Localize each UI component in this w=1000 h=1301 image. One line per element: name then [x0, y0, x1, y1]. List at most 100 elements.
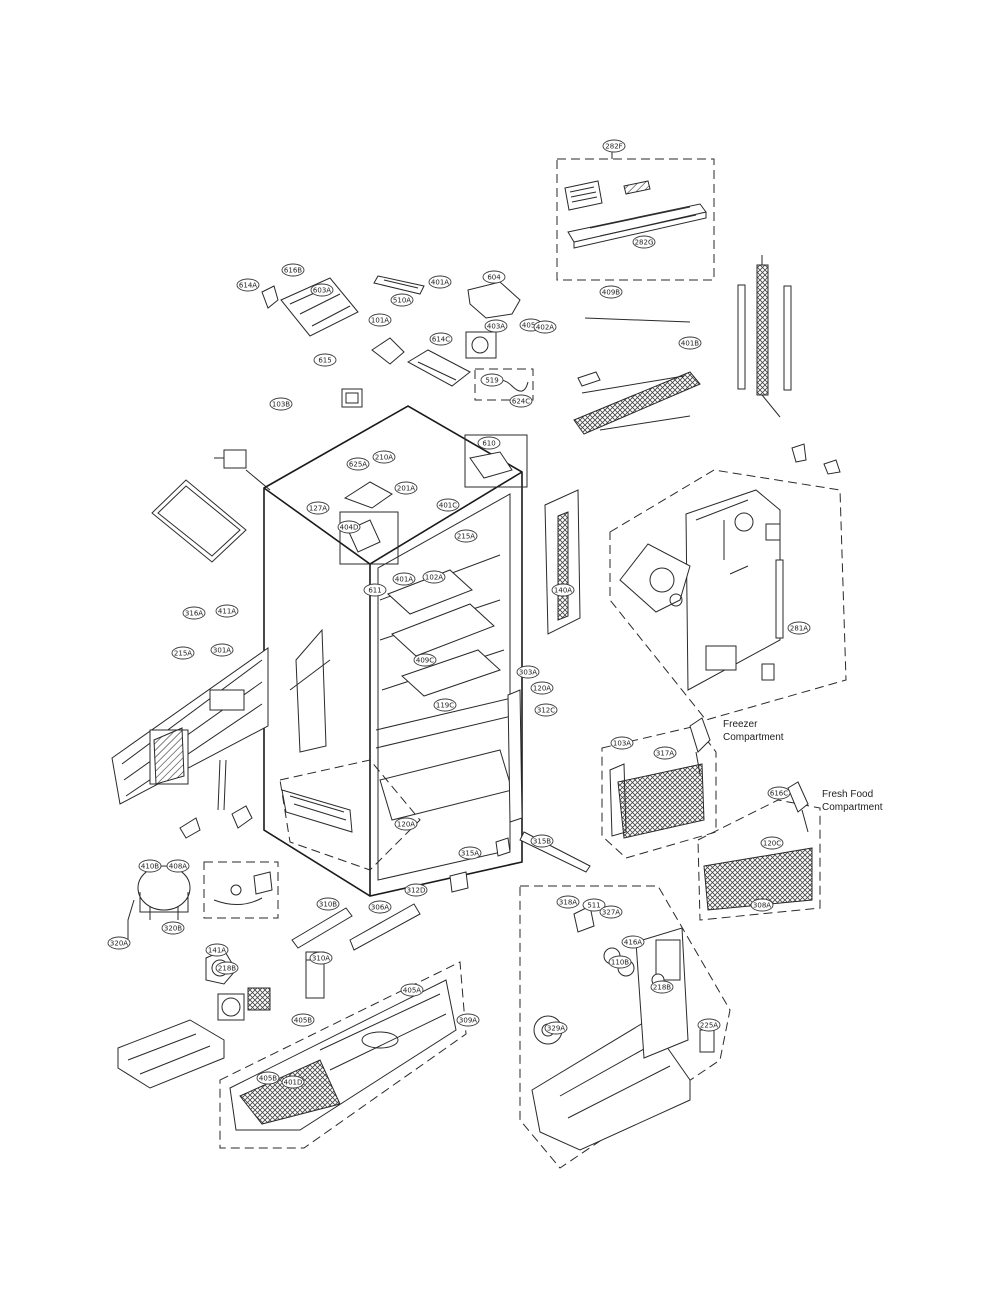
- callout-bubble: [436, 498, 460, 512]
- part-callout: 511: [582, 898, 606, 912]
- top-cover-parts: [261, 275, 534, 408]
- part-number-label: 519: [485, 377, 498, 385]
- callout-bubble: [428, 275, 452, 289]
- part-number-label: 616C: [770, 790, 788, 798]
- callout-bubble: [346, 457, 370, 471]
- callout-bubble: [477, 436, 501, 450]
- part-callout: 101A: [368, 313, 392, 327]
- part-callout: 317A: [653, 746, 677, 760]
- freezer-duct-assembly: [609, 469, 847, 721]
- callout-bubble: [632, 235, 656, 249]
- callout-bubble: [404, 883, 428, 897]
- part-number-label: 614C: [432, 336, 450, 344]
- part-callout: 281A: [787, 621, 811, 635]
- part-callout: 310A: [309, 951, 333, 965]
- part-callout: 120A: [394, 817, 418, 831]
- part-callout: 416A: [621, 935, 645, 949]
- part-number-label: 401C: [439, 502, 457, 510]
- part-number-label: 225A: [700, 1022, 718, 1030]
- callout-bubble: [171, 646, 195, 660]
- fresh-food-label-line2: Compartment: [822, 802, 883, 813]
- callout-bubble: [306, 501, 330, 515]
- part-callout: 315B: [530, 834, 554, 848]
- part-callout: 409C: [413, 653, 437, 667]
- callout-bubble: [215, 961, 239, 975]
- part-callout: 103A: [610, 736, 634, 750]
- part-callout: 320A: [107, 936, 131, 950]
- callout-bubble: [458, 846, 482, 860]
- part-callout: 127A: [306, 501, 330, 515]
- part-number-label: 215A: [174, 650, 192, 658]
- part-callout: 616B: [281, 263, 305, 277]
- part-number-label: 624C: [512, 398, 530, 406]
- part-callout: 218B: [650, 980, 674, 994]
- part-callout: 404D: [337, 520, 361, 534]
- part-callout: 519: [480, 373, 504, 387]
- callout-bubble: [394, 817, 418, 831]
- part-callout: 604: [482, 270, 506, 284]
- part-callout: 408A: [166, 859, 190, 873]
- callout-bubble: [138, 859, 162, 873]
- callout-bubble: [454, 529, 478, 543]
- part-number-label: 616B: [284, 267, 302, 275]
- callout-bubble: [422, 570, 446, 584]
- part-number-label: 603A: [313, 287, 331, 295]
- top-tray: [151, 449, 271, 563]
- callout-bubble: [205, 943, 229, 957]
- callout-bubble: [787, 621, 811, 635]
- part-callout: 401D: [281, 1075, 305, 1089]
- part-callout: 282G: [632, 235, 656, 249]
- part-callout: 215A: [171, 646, 195, 660]
- part-number-label: 140A: [554, 587, 572, 595]
- part-callout: 409B: [599, 285, 623, 299]
- part-callout: 218B: [215, 961, 239, 975]
- callout-bubble: [236, 278, 260, 292]
- part-number-label: 281A: [790, 625, 808, 633]
- callout-bubble: [750, 898, 774, 912]
- part-callout: 102A: [422, 570, 446, 584]
- callout-bubble: [394, 481, 418, 495]
- callout-bubble: [368, 900, 392, 914]
- control-kit-group: [556, 152, 715, 281]
- callout-bubble: [390, 293, 414, 307]
- part-callout: 301A: [210, 643, 234, 657]
- part-number-label: 315B: [533, 838, 551, 846]
- callout-bubble: [509, 394, 533, 408]
- part-callout: 141A: [205, 943, 229, 957]
- freezer-label-line1: Freezer: [723, 719, 758, 730]
- part-number-label: 120A: [397, 821, 415, 829]
- callout-bubble: [678, 336, 702, 350]
- part-number-label: 317A: [656, 750, 674, 758]
- part-number-label: 320B: [164, 925, 182, 933]
- callout-bubble: [480, 373, 504, 387]
- part-callout: 614A: [236, 278, 260, 292]
- callout-bubble: [107, 936, 131, 950]
- callout-bubble: [621, 935, 645, 949]
- part-number-label: 329A: [547, 1025, 565, 1033]
- part-callout: 405A: [400, 983, 424, 997]
- rod-and-grille: [573, 317, 701, 435]
- part-number-label: 218B: [653, 984, 671, 992]
- part-callout: 401A: [428, 275, 452, 289]
- part-number-label: 401A: [395, 576, 413, 584]
- part-number-label: 411A: [218, 608, 236, 616]
- part-number-label: 401D: [284, 1079, 303, 1087]
- part-callout: 403A: [484, 319, 508, 333]
- part-number-label: 110B: [611, 959, 629, 967]
- fresh-food-label-line1: Fresh Food: [822, 789, 873, 800]
- callout-bubble: [363, 583, 387, 597]
- callout-bubble: [161, 921, 185, 935]
- main-cabinet: [111, 405, 581, 897]
- part-number-label: 308A: [753, 902, 771, 910]
- part-number-label: 101A: [371, 317, 389, 325]
- part-callout: 315A: [458, 846, 482, 860]
- part-number-label: 306A: [371, 904, 389, 912]
- part-number-label: 409B: [602, 289, 620, 297]
- part-number-label: 119C: [436, 702, 454, 710]
- callout-bubble: [484, 319, 508, 333]
- part-number-label: 201A: [397, 485, 415, 493]
- part-number-label: 120C: [763, 840, 781, 848]
- callout-bubble: [400, 983, 424, 997]
- part-callout: 282F: [602, 139, 626, 153]
- callout-bubble: [429, 332, 453, 346]
